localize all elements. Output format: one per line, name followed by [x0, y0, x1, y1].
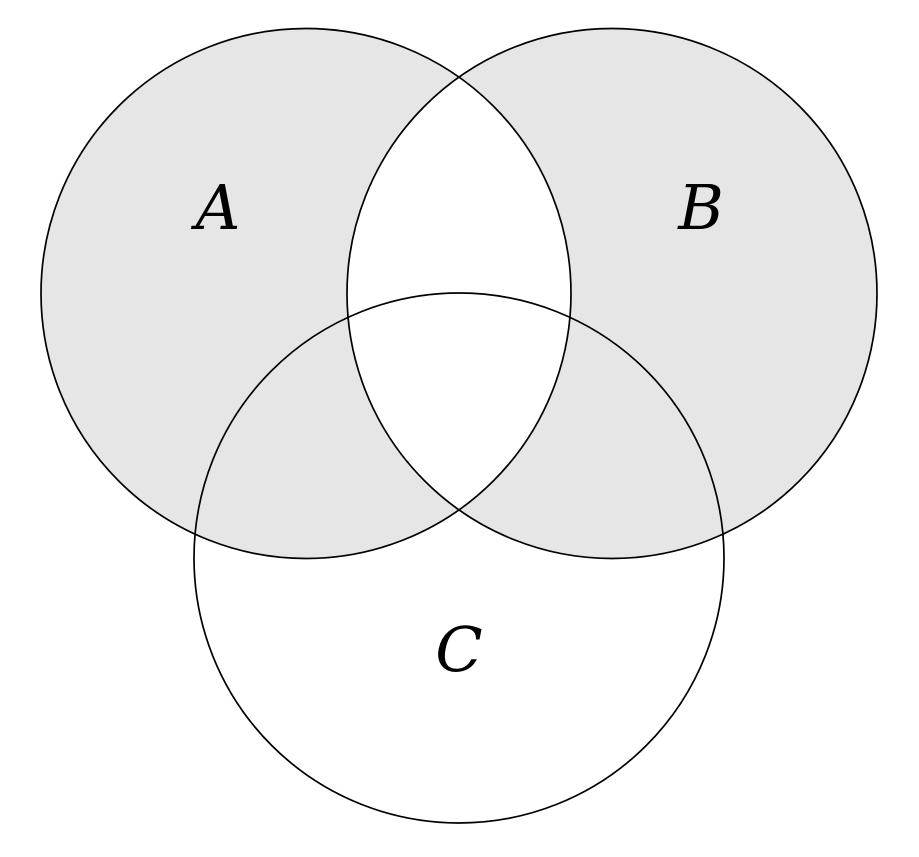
circle-c-outline [193, 292, 725, 824]
lens-overlay [347, 28, 571, 559]
label-set-b: B [677, 171, 724, 244]
circle-outlines [40, 27, 878, 824]
set-labels: A B C [191, 171, 724, 686]
a-intersect-b-white-region [347, 28, 571, 559]
circle-b-outline [346, 27, 878, 560]
circle-a-outline [40, 27, 572, 560]
label-set-c: C [435, 613, 482, 686]
label-set-a: A [191, 171, 241, 244]
